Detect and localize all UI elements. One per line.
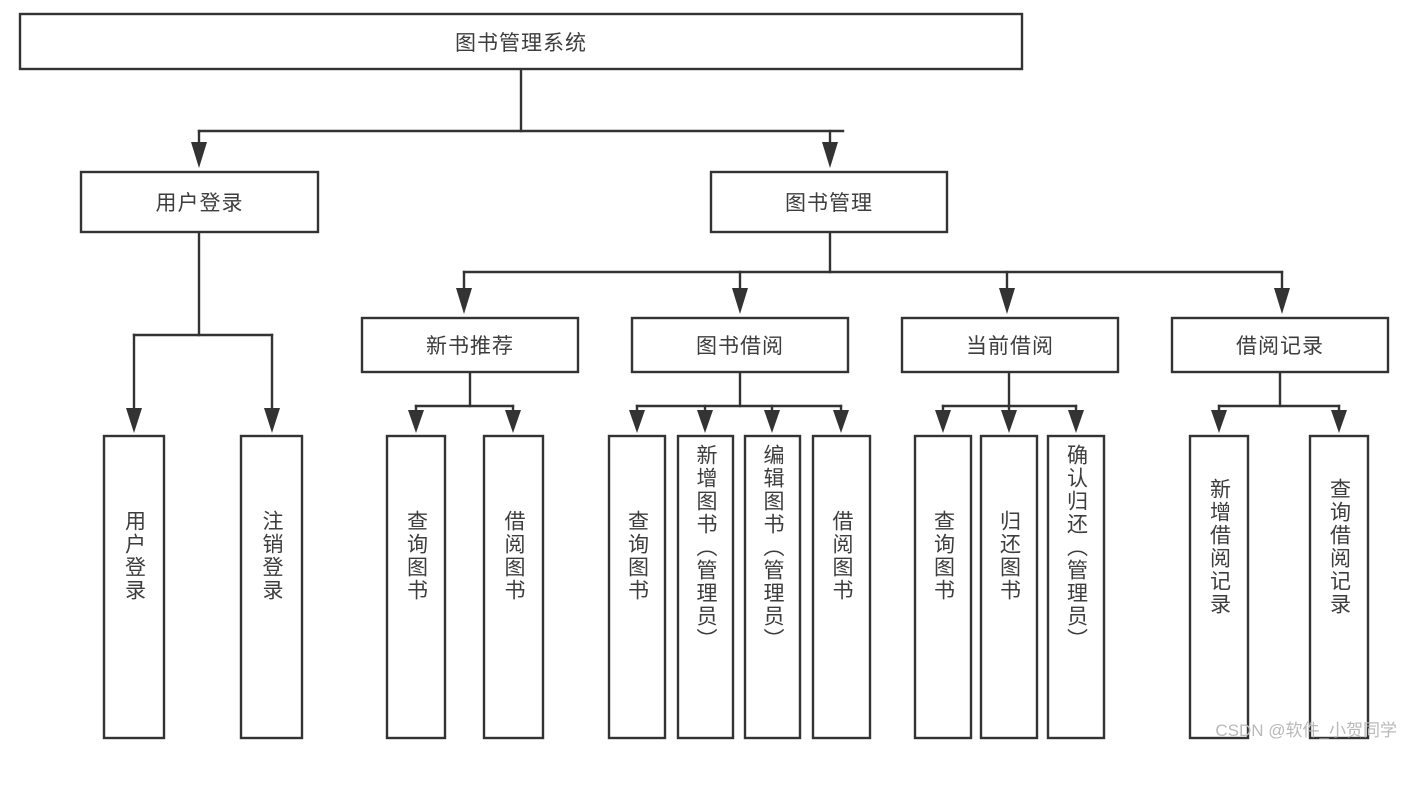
arrow-to-leaf-return-book xyxy=(1001,410,1017,433)
edge-user-login-to-leaves xyxy=(126,230,280,433)
node-box-leaf-confirm-return[interactable] xyxy=(1046,434,1106,740)
node-box-root[interactable] xyxy=(18,12,1024,71)
node-box-user-login[interactable] xyxy=(79,170,320,234)
arrow-to-book-manage xyxy=(822,142,838,168)
arrow-to-leaf-borrow-book-1 xyxy=(505,410,521,433)
edge-book-borrow-to-leaves xyxy=(629,370,849,433)
node-box-book-borrow[interactable] xyxy=(630,316,850,374)
node-box-leaf-borrow-book-1[interactable] xyxy=(482,434,545,740)
node-box-leaf-edit-book[interactable] xyxy=(743,434,802,740)
arrow-to-leaf-logout xyxy=(264,408,280,433)
node-box-leaf-borrow-book-2[interactable] xyxy=(811,434,872,740)
arrow-to-leaf-query-record xyxy=(1331,410,1347,433)
arrow-to-new-book-rec xyxy=(456,288,472,314)
node-box-leaf-logout[interactable] xyxy=(239,434,304,740)
arrow-to-leaf-edit-book xyxy=(764,410,780,433)
node-box-leaf-user-login[interactable] xyxy=(102,434,166,740)
edge-new-book-rec-to-leaves xyxy=(408,370,521,433)
edge-root-to-level2 xyxy=(191,67,845,168)
hierarchy-tree-svg xyxy=(18,12,1390,740)
node-box-leaf-query-book-1[interactable] xyxy=(385,434,447,740)
edge-book-manage-to-level3 xyxy=(456,230,1290,314)
arrow-to-leaf-add-record xyxy=(1211,410,1227,433)
arrow-to-leaf-query-book-2 xyxy=(629,410,645,433)
node-box-leaf-return-book[interactable] xyxy=(979,434,1039,740)
node-box-book-manage[interactable] xyxy=(709,170,949,234)
edge-borrow-record-to-leaves xyxy=(1211,370,1347,433)
arrow-to-leaf-query-book-1 xyxy=(408,410,424,433)
node-box-leaf-query-book-2[interactable] xyxy=(607,434,667,740)
arrow-to-leaf-user-login xyxy=(126,408,142,433)
arrow-to-leaf-confirm-return xyxy=(1068,410,1084,433)
node-box-new-book-rec[interactable] xyxy=(360,316,580,374)
node-box-borrow-record[interactable] xyxy=(1170,316,1390,374)
node-box-leaf-add-book[interactable] xyxy=(676,434,735,740)
arrow-to-current-borrow xyxy=(999,288,1015,314)
arrow-to-borrow-record xyxy=(1274,288,1290,314)
arrow-to-user-login xyxy=(191,142,207,168)
node-box-leaf-query-record[interactable] xyxy=(1308,434,1370,740)
arrow-to-leaf-query-book-3 xyxy=(935,410,951,433)
node-box-leaf-add-record[interactable] xyxy=(1188,434,1250,740)
edge-current-borrow-to-leaves xyxy=(935,370,1084,433)
node-box-current-borrow[interactable] xyxy=(900,316,1120,374)
arrow-to-leaf-add-book xyxy=(697,410,713,433)
arrow-to-book-borrow xyxy=(732,288,748,314)
diagram-canvas: 图书管理系统 用户登录 图书管理 新书推荐 图书借阅 当前借阅 借阅记录 用户登… xyxy=(18,12,1397,740)
node-box-leaf-query-book-3[interactable] xyxy=(913,434,973,740)
arrow-to-leaf-borrow-book-2 xyxy=(833,410,849,433)
